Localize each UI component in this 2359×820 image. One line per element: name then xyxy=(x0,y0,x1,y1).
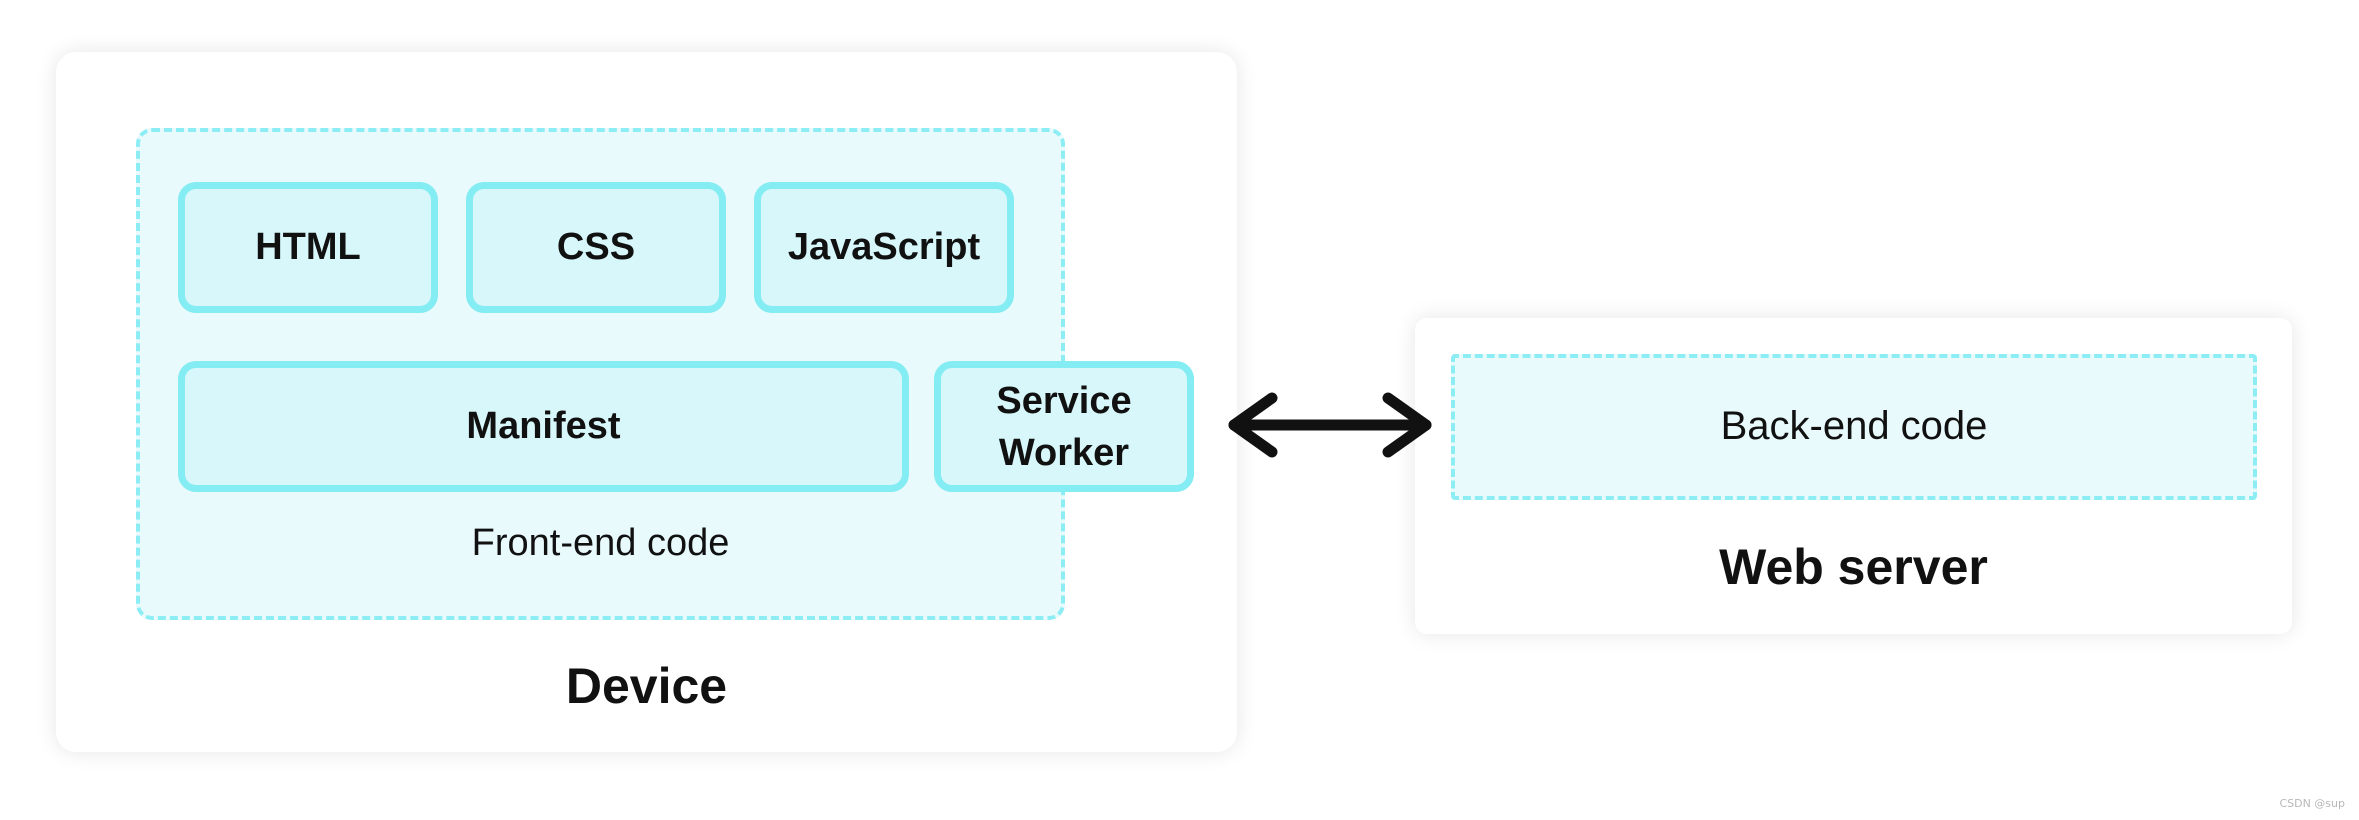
service-worker-box: Service Worker xyxy=(934,361,1194,492)
backend-code-region xyxy=(1451,354,2257,500)
javascript-box-label: JavaScript xyxy=(787,226,981,268)
backend-code-label: Back-end code xyxy=(1720,404,1988,448)
device-title: Device xyxy=(565,658,728,714)
watermark: CSDN @sup xyxy=(2279,797,2345,810)
css-box: CSS xyxy=(466,182,726,313)
html-box: HTML xyxy=(178,182,438,313)
manifest-box: Manifest xyxy=(178,361,909,492)
service-worker-box-label: Service Worker xyxy=(996,379,1132,474)
frontend-code-label: Front-end code xyxy=(471,522,730,564)
arrow-head-right xyxy=(1382,392,1432,458)
bidirectional-arrow-icon xyxy=(1228,392,1432,458)
html-box-label: HTML xyxy=(255,226,361,268)
javascript-box: JavaScript xyxy=(754,182,1014,313)
css-box-label: CSS xyxy=(556,226,636,268)
web-server-title: Web server xyxy=(1719,539,1988,595)
manifest-box-label: Manifest xyxy=(466,405,621,447)
arrow-head-left xyxy=(1228,392,1278,458)
